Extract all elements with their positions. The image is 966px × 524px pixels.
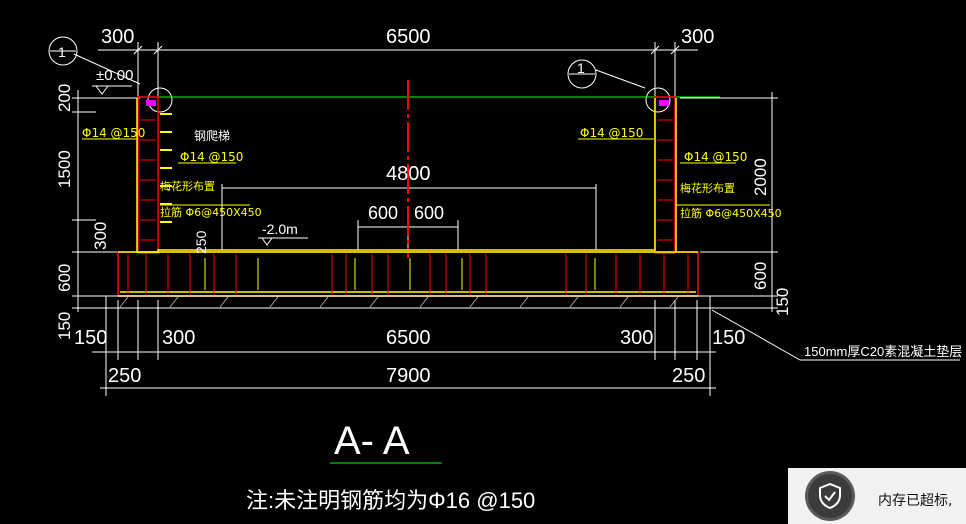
section-marker-right <box>567 59 597 89</box>
dim-top-right: 300 <box>681 26 714 48</box>
ladder-label: 钢爬梯 <box>194 129 230 143</box>
wall-rebar-ticks <box>140 119 673 241</box>
dim-bottom-middle: 6500 <box>386 327 431 349</box>
lacing-right-b: 拉筋 Φ6@450X450 <box>680 206 782 220</box>
dim-left-1500: 1500 <box>55 150 74 188</box>
section-title: A- A <box>334 419 410 463</box>
dim-bottom-right: 300 <box>620 327 653 349</box>
marker-left-label: 1 <box>58 44 66 60</box>
dim-sump-depth: 250 <box>193 230 209 254</box>
concrete-pad <box>105 295 711 309</box>
rebar-right-outer: Φ14 @150 <box>580 126 643 140</box>
elevation-label: ±0.00 <box>96 67 133 84</box>
dim-gap-left: 600 <box>368 203 398 223</box>
dim-row2-right: 250 <box>672 365 705 387</box>
base-rebar-ticks-yellow <box>204 258 596 290</box>
callout-leaders <box>82 138 770 206</box>
dim-bottom-outer-left: 150 <box>74 327 107 349</box>
pad-note: 150mm厚C20素混凝土垫层 <box>804 344 962 359</box>
dim-left-600: 600 <box>55 264 74 292</box>
dim-left-300: 300 <box>91 222 110 250</box>
dimension-lines <box>72 42 960 396</box>
lacing-left-b: 拉筋 Φ6@450X450 <box>160 205 262 219</box>
general-note: 注:未注明钢筋均为Φ16 @150 <box>246 488 535 513</box>
rebar-right-inner: Φ14 @150 <box>684 150 747 164</box>
rebar-left-inner: Φ14 @150 <box>180 150 243 164</box>
lacing-right-a: 梅花形布置 <box>680 181 735 195</box>
dim-row2-left: 250 <box>108 365 141 387</box>
dim-gap-right: 600 <box>414 203 444 223</box>
dim-top-left: 300 <box>101 26 134 48</box>
base-rebar-ticks <box>127 254 689 294</box>
section-marker-left <box>48 36 78 66</box>
lacing-left-a: 梅花形布置 <box>160 179 215 193</box>
dim-top-middle: 6500 <box>386 26 431 48</box>
level-mark: -2.0m <box>262 221 298 237</box>
rebar-left-outer: Φ14 @150 <box>82 126 145 140</box>
dim-right-600: 600 <box>751 262 770 290</box>
wall-detail-circle-right <box>645 87 671 113</box>
notification-toast[interactable]: 内存已超标, <box>788 468 966 524</box>
marker-right-label: 1 <box>577 60 585 76</box>
dim-bottom-left: 300 <box>162 327 195 349</box>
dim-right-2000: 2000 <box>751 158 770 196</box>
corner-detail-right <box>659 100 669 106</box>
dim-left-200: 200 <box>55 84 74 112</box>
corner-detail-left <box>146 100 156 106</box>
shield-icon <box>808 474 852 518</box>
toast-text: 内存已超标, <box>878 493 953 509</box>
ladder-rungs <box>160 113 172 223</box>
dim-left-150: 150 <box>55 312 74 340</box>
dim-row2-total: 7900 <box>386 365 431 387</box>
dim-bottom-outer-right: 150 <box>712 327 745 349</box>
dim-right-150: 150 <box>773 288 792 316</box>
dim-inner-span: 4800 <box>386 163 431 185</box>
